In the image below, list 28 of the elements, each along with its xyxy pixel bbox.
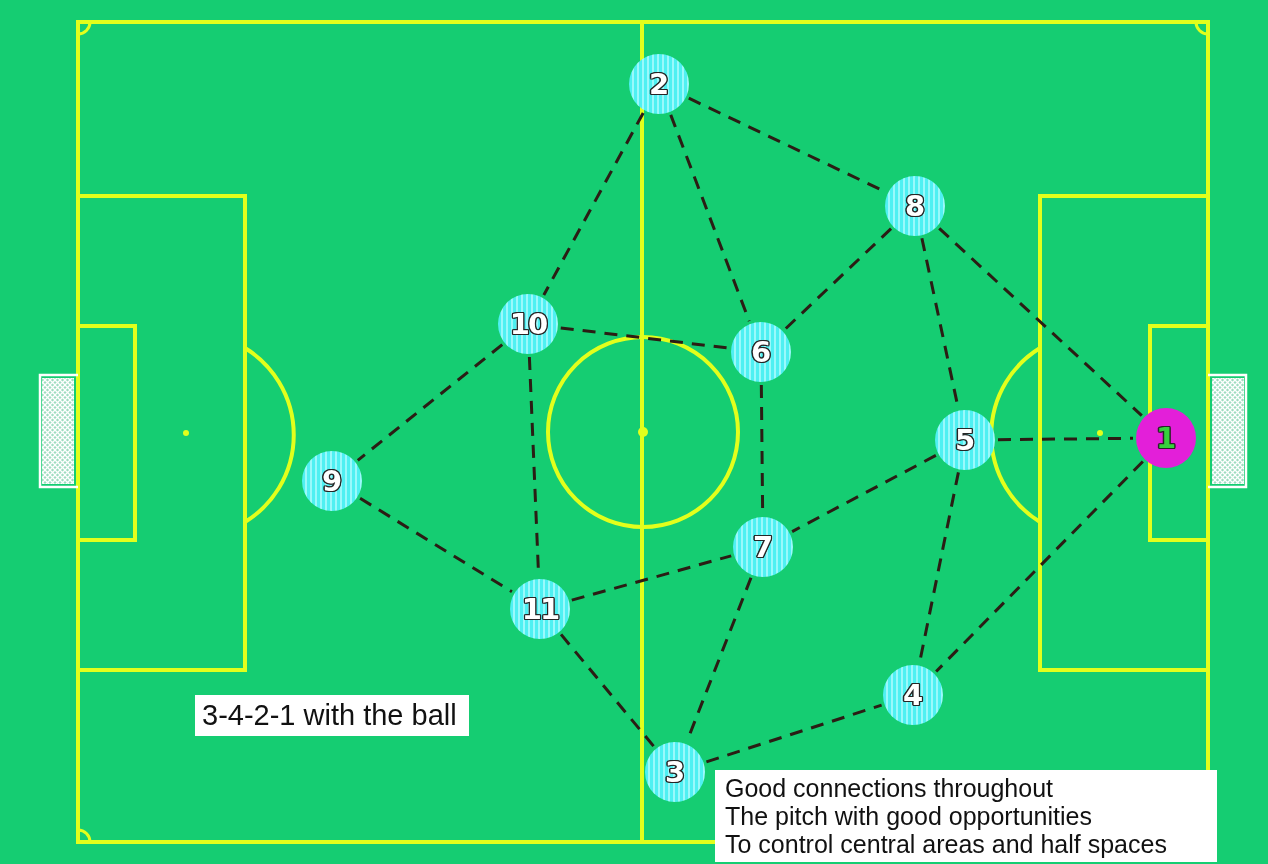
dashed-connection-line	[791, 454, 937, 533]
dashed-connection-line	[783, 227, 893, 331]
player-number: 1	[1155, 423, 1177, 453]
dashed-connection-line	[938, 227, 1143, 417]
note-text: Good connections throughout	[725, 774, 1054, 802]
dashed-connection-line	[998, 436, 1133, 442]
dashed-connection-line	[705, 703, 883, 764]
player-number: 6	[750, 337, 772, 367]
dashed-connection-line	[669, 114, 751, 322]
dashed-connection-line	[359, 497, 513, 593]
dashed-connection-line	[560, 326, 729, 350]
formation-caption: 3-4-2-1 with the ball	[195, 695, 469, 736]
dashed-connection-line	[935, 460, 1144, 673]
player-number: 10	[509, 309, 547, 339]
dashed-connection-line	[542, 112, 645, 296]
dashed-connection-line	[571, 554, 732, 602]
player-number: 8	[904, 191, 926, 221]
player-number: 7	[752, 532, 774, 562]
player-number: 9	[321, 466, 343, 496]
note-text: To control central areas and half spaces	[725, 830, 1168, 858]
dashed-connection-line	[356, 343, 504, 462]
note-text: The pitch with good opportunities	[725, 802, 1093, 830]
player-number: 5	[954, 425, 976, 455]
player-number: 4	[902, 680, 924, 710]
player-number: 11	[521, 594, 559, 624]
player-number: 3	[664, 757, 686, 787]
dashed-connection-line	[559, 633, 656, 748]
player-number: 2	[648, 69, 670, 99]
